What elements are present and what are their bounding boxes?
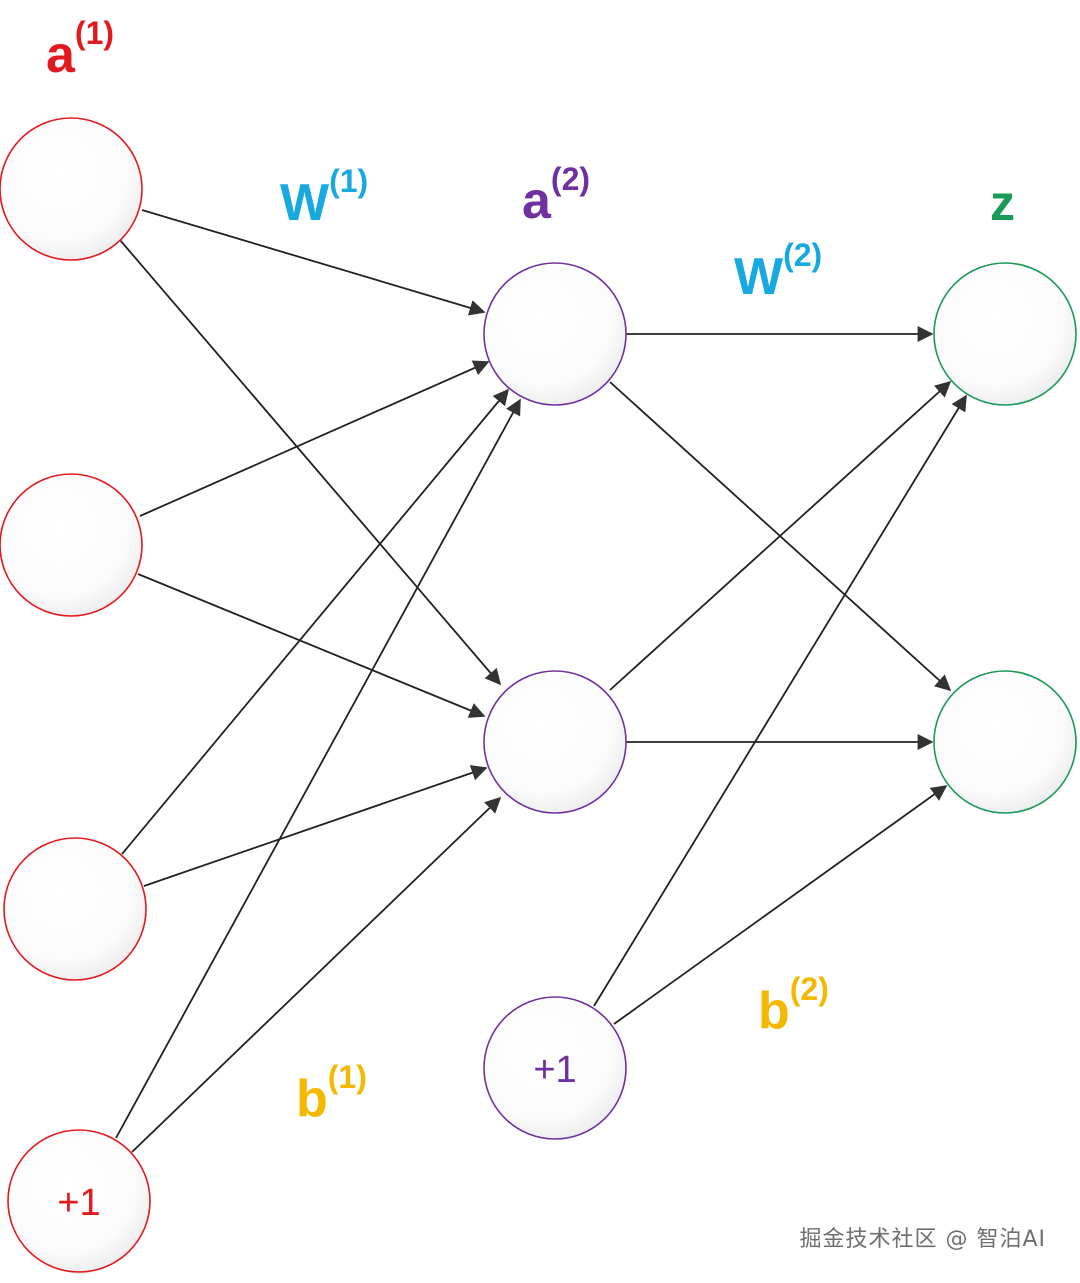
input-bias-text: +1 (57, 1182, 100, 1224)
edges (115, 209, 967, 1153)
hidden-layer (483, 262, 627, 1140)
edge-in2-h1 (139, 360, 490, 517)
edge-in2-h2 (137, 573, 486, 718)
edge-in1-h1 (141, 209, 486, 316)
edge-in3-h2 (143, 765, 488, 887)
edge-in3-h1 (121, 388, 510, 855)
input-node-3 (3, 837, 147, 981)
label-b2: b(2) (758, 971, 829, 1040)
input-node-2 (0, 473, 143, 617)
label-a2: a(2) (522, 161, 590, 230)
edge-bias2-o1 (593, 394, 967, 1007)
hidden-node-1 (483, 262, 627, 406)
edge-in1-h2 (119, 239, 502, 686)
hidden-bias-text: +1 (533, 1049, 576, 1091)
output-node-1 (933, 262, 1077, 406)
label-z: z (990, 175, 1015, 231)
watermark-text: 掘金技术社区 @ 智泊AI (799, 1227, 1046, 1252)
edge-bias2-o2 (613, 785, 948, 1025)
label-w1: W(1) (280, 163, 368, 232)
input-node-1 (0, 117, 143, 261)
edge-bias1-h1 (115, 398, 521, 1139)
hidden-bias-node (483, 996, 627, 1140)
label-a1: a(1) (46, 15, 114, 84)
edge-h2-o1 (609, 380, 952, 691)
edge-bias1-h2 (131, 796, 502, 1153)
input-layer (0, 117, 151, 1273)
hidden-node-2 (483, 670, 627, 814)
output-layer (933, 262, 1077, 814)
input-bias-node (7, 1129, 151, 1273)
output-node-2 (933, 670, 1077, 814)
label-w2: W(2) (734, 237, 822, 306)
label-b1: b(1) (296, 1059, 367, 1128)
